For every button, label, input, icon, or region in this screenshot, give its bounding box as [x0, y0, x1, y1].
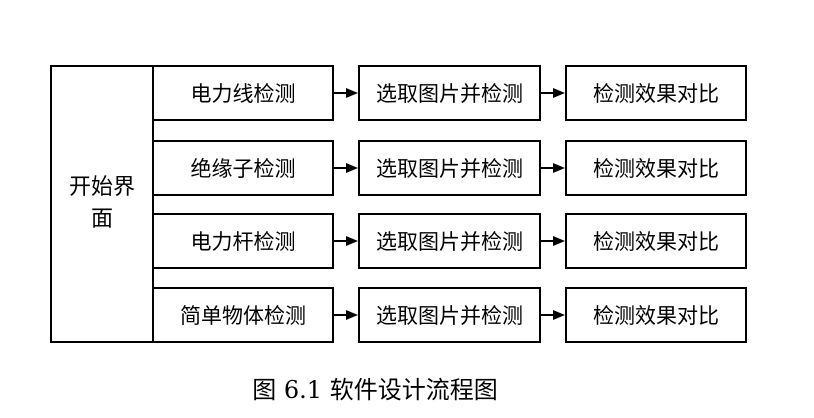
module-box: 简单物体检测	[152, 287, 334, 343]
module-box-label: 绝缘子检测	[190, 157, 296, 181]
select-and-detect-box-label: 选取图片并检测	[376, 157, 523, 181]
result-compare-box-label: 检测效果对比	[593, 157, 719, 181]
result-compare-box-label: 检测效果对比	[593, 82, 719, 106]
select-and-detect-box-label: 选取图片并检测	[376, 82, 523, 106]
flow-arrow	[541, 87, 565, 99]
select-and-detect-box: 选取图片并检测	[358, 213, 541, 269]
module-box: 绝缘子检测	[152, 140, 334, 196]
module-box-label: 电力线检测	[190, 82, 296, 106]
module-box: 电力杆检测	[152, 213, 334, 269]
module-box-label: 电力杆检测	[190, 230, 296, 254]
flow-arrow	[334, 162, 358, 174]
result-compare-box-label: 检测效果对比	[593, 304, 719, 328]
flow-arrow	[541, 235, 565, 247]
start-interface-label: 开始界面	[69, 175, 136, 232]
select-and-detect-box: 选取图片并检测	[358, 287, 541, 343]
result-compare-box: 检测效果对比	[565, 140, 747, 196]
module-box: 电力线检测	[152, 65, 334, 121]
select-and-detect-box: 选取图片并检测	[358, 140, 541, 196]
flow-arrow	[334, 309, 358, 321]
result-compare-box: 检测效果对比	[565, 287, 747, 343]
flow-arrow	[334, 87, 358, 99]
result-compare-box: 检测效果对比	[565, 213, 747, 269]
figure-caption: 图 6.1 软件设计流程图	[252, 376, 498, 404]
select-and-detect-box-label: 选取图片并检测	[376, 230, 523, 254]
flow-arrow	[541, 309, 565, 321]
flow-arrow	[541, 162, 565, 174]
select-and-detect-box-label: 选取图片并检测	[376, 304, 523, 328]
start-interface-box: 开始界面	[50, 65, 154, 343]
module-box-label: 简单物体检测	[180, 304, 306, 328]
result-compare-box-label: 检测效果对比	[593, 230, 719, 254]
result-compare-box: 检测效果对比	[565, 65, 747, 121]
flow-arrow	[334, 235, 358, 247]
select-and-detect-box: 选取图片并检测	[358, 65, 541, 121]
